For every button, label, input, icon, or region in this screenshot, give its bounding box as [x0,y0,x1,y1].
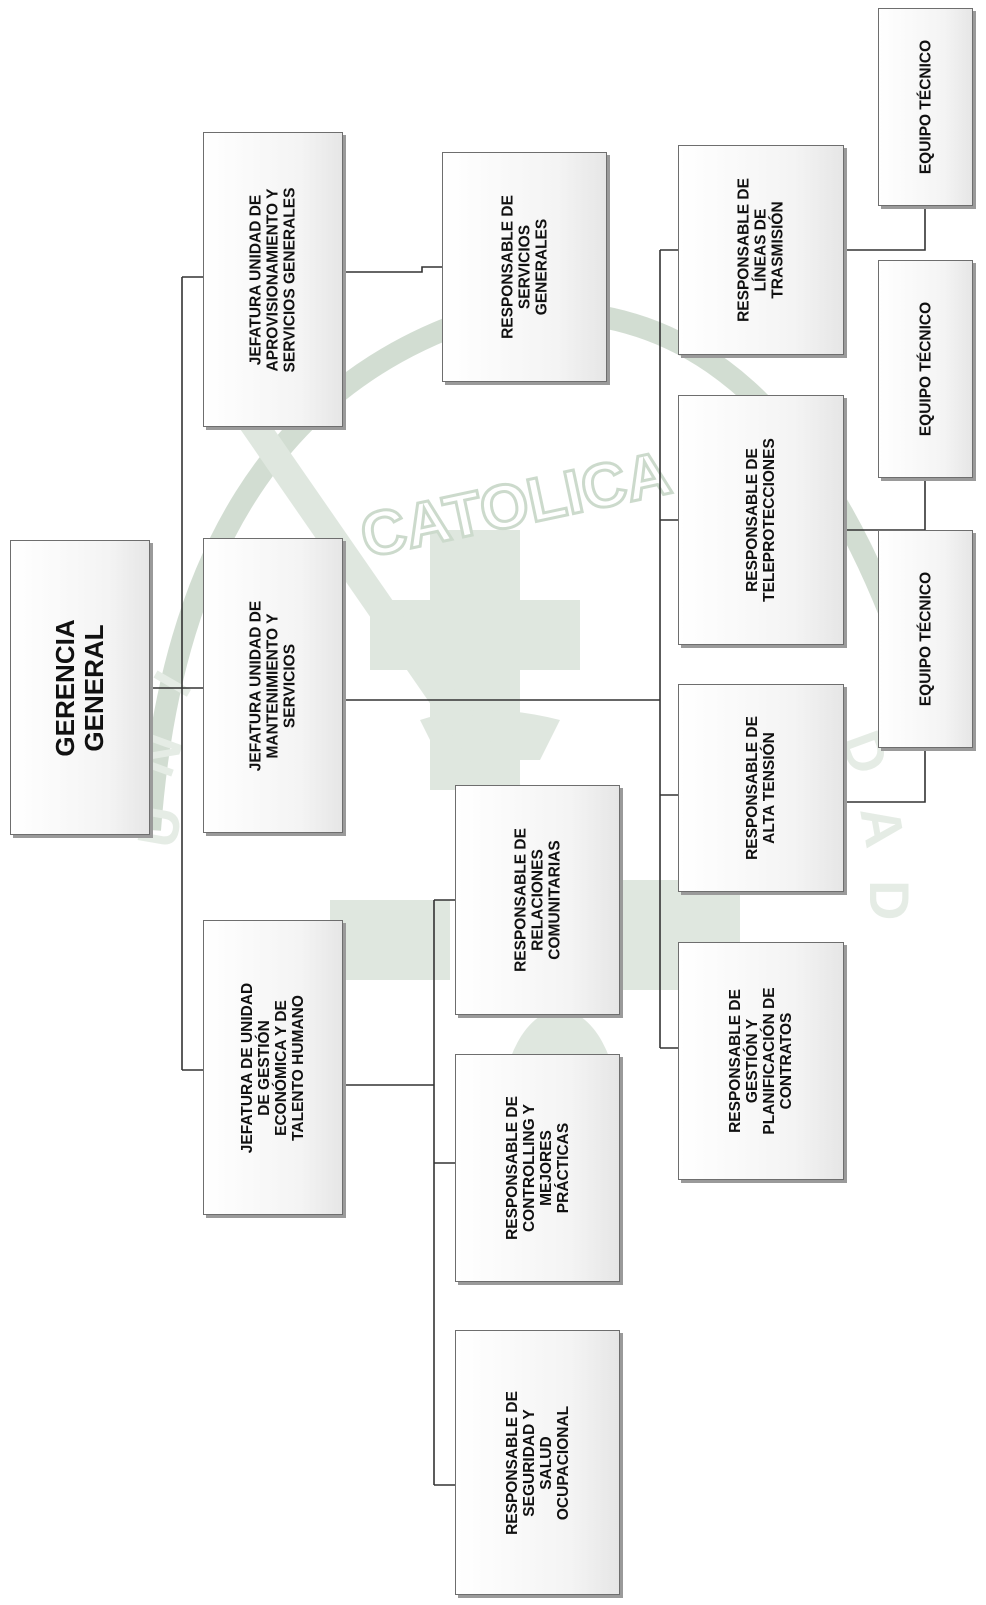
connector-equipo-1 [844,207,926,251]
cross-icon [370,530,580,790]
node-jefatura-aprovisionamiento: JEFATURA UNIDAD DE APROVISIONAMIENTO Y S… [203,132,343,427]
connector-equipo-2 [844,478,926,531]
connector-equipo-3 [844,750,926,803]
crown-icon [420,710,560,760]
node-equipo-tecnico-1: EQUIPO TÉCNICO [878,8,973,206]
connector-servicios-generales [343,266,442,273]
node-equipo-tecnico-2: EQUIPO TÉCNICO [878,260,973,478]
node-responsable-controlling: RESPONSABLE DE CONTROLLING Y MEJORES PRÁ… [455,1054,620,1282]
book-icon [330,900,450,980]
node-responsable-contratos: RESPONSABLE DE GESTIÓN Y PLANIFICACIÓN D… [678,942,844,1180]
svg-text:D: D [858,880,921,920]
node-jefatura-mantenimiento: JEFATURA UNIDAD DE MANTENIMIENTO Y SERVI… [203,538,343,833]
node-responsable-teleprotecciones: RESPONSABLE DE TELEPROTECCIONES [678,395,844,645]
node-responsable-seguridad: RESPONSABLE DE SEGURIDAD Y SALUD OCUPACI… [455,1330,620,1595]
node-responsable-lineas: RESPONSABLE DE LÍNEAS DE TRASMISIÓN [678,145,844,355]
node-equipo-tecnico-3: EQUIPO TÉCNICO [878,530,973,748]
node-jefatura-gestion: JEFATURA DE UNIDAD DE GESTIÓN ECONÓMICA … [203,920,343,1215]
node-responsable-servicios-generales: RESPONSABLE DE SERVICIOS GENERALES [442,152,607,382]
node-gerencia-general: GERENCIA GENERAL [10,540,150,835]
node-responsable-relaciones: RESPONSABLE DE RELACIONES COMUNITARIAS [455,785,620,1015]
node-responsable-alta-tension: RESPONSABLE DE ALTA TENSIÓN [678,684,844,892]
